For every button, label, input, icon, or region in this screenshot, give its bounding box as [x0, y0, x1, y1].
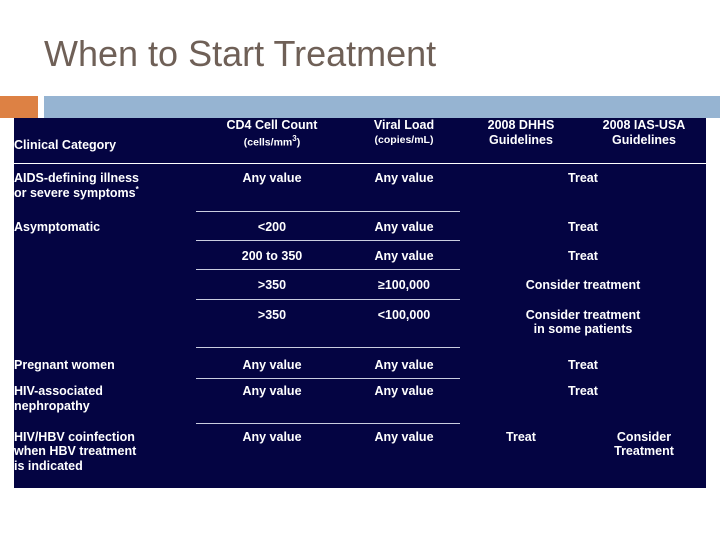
row-category-hiv-nephropathy: HIV-associated nephropathy [14, 384, 103, 414]
header-clinical-category: Clinical Category [14, 118, 196, 164]
row-category-blank [14, 241, 196, 270]
footnote-marker: * [135, 185, 139, 195]
row-recommendation-dhhs-treat: Treat [506, 429, 536, 444]
table-header-row: Clinical Category CD4 Cell Count (cells/… [14, 118, 706, 164]
header-ias-usa-guidelines: 2008 IAS-USA Guidelines [582, 118, 706, 164]
row-cd4-value: <200 [196, 212, 348, 242]
row-viral-load-value: ≥100,000 [348, 270, 460, 300]
row-viral-load-value: Any value [374, 429, 434, 444]
row-viral-load-value: Any value [348, 379, 460, 424]
row-category-aids-defining: AIDS-defining illness or severe symptoms… [14, 170, 140, 201]
header-cd4-units: (cells/mm3) [243, 134, 301, 149]
row-viral-load-value: Any value [348, 163, 460, 212]
row-recommendation-treat: Treat [568, 384, 598, 399]
row-category-blank [14, 270, 196, 299]
row-cd4-value: Any value [196, 379, 348, 424]
row-category-pregnant-women: Pregnant women [14, 357, 115, 372]
table-row: >350 ≥100,000 Consider treatment [14, 270, 706, 300]
table-row: 200 to 350 Any value Treat [14, 241, 706, 271]
row-cd4-value: 200 to 350 [196, 241, 348, 271]
row-viral-load-value: Any value [348, 241, 460, 271]
header-dhhs-guidelines: 2008 DHHS Guidelines [460, 118, 582, 164]
header-viral-load-units: (copies/mL) [374, 134, 434, 146]
row-recommendation-treat: Treat [568, 357, 598, 372]
row-viral-load-value: <100,000 [348, 300, 460, 348]
row-cd4-value: Any value [196, 163, 348, 212]
row-cd4-value: Any value [242, 429, 302, 444]
row-cd4-value: Any value [196, 348, 348, 380]
row-recommendation-treat: Treat [568, 249, 598, 264]
table-row: Pregnant women Any value Any value Treat [14, 348, 706, 380]
table-row: Asymptomatic <200 Any value Treat [14, 212, 706, 242]
accent-block-orange [0, 96, 38, 118]
treatment-guidelines-table: Clinical Category CD4 Cell Count (cells/… [14, 118, 706, 488]
row-category-hiv-hbv-coinfection: HIV/HBV coinfection when HBV treatment i… [14, 429, 137, 474]
treatment-guidelines-table-panel: Clinical Category CD4 Cell Count (cells/… [14, 118, 706, 488]
row-viral-load-value: Any value [348, 348, 460, 380]
row-category-asymptomatic: Asymptomatic [14, 220, 101, 235]
row-recommendation-ias-consider-treatment: Consider Treatment [614, 429, 674, 459]
header-cd4-cell-count: CD4 Cell Count (cells/mm3) [196, 118, 348, 164]
row-category-blank [14, 300, 196, 348]
row-recommendation-treat: Treat [568, 220, 598, 235]
row-viral-load-value: Any value [348, 212, 460, 242]
row-cd4-value: >350 [196, 300, 348, 348]
row-recommendation-treat: Treat [568, 170, 598, 185]
banner-bar-blue [44, 96, 720, 118]
table-row: AIDS-defining illness or severe symptoms… [14, 163, 706, 212]
row-recommendation-consider: Consider treatment [525, 278, 641, 293]
table-row: HIV/HBV coinfection when HBV treatment i… [14, 424, 706, 488]
header-viral-load: Viral Load (copies/mL) [348, 118, 460, 164]
page-title: When to Start Treatment [44, 33, 437, 74]
table-row: HIV-associated nephropathy Any value Any… [14, 379, 706, 424]
row-cd4-value: >350 [196, 270, 348, 300]
